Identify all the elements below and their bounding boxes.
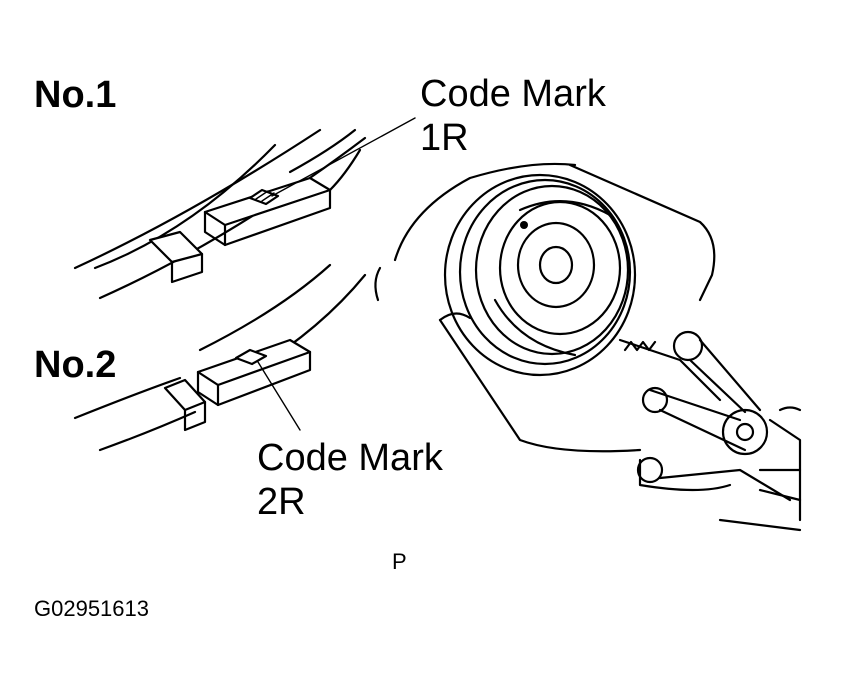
code-mark-2r-line2: 2R: [257, 481, 306, 523]
view-label: P: [392, 549, 407, 574]
code-mark-2r-label: Code Mark 2R: [257, 436, 443, 524]
code-mark-1r-label: Code Mark 1R: [420, 72, 606, 160]
code-mark-1r: [248, 188, 280, 206]
code-mark-1r-line1: Code Mark: [420, 73, 606, 115]
code-mark-2r: [234, 348, 268, 366]
leader-line-1r: [271, 117, 416, 197]
piston-assembly: [374, 162, 802, 532]
code-mark-2r-line1: Code Mark: [257, 437, 443, 479]
figure-id: G02951613: [34, 596, 149, 621]
leader-line-2r: [257, 361, 301, 431]
ring-1-label: No.1: [34, 74, 117, 116]
ring-2-label: No.2: [34, 344, 117, 386]
piston-ring-2: [73, 263, 367, 452]
code-mark-1r-line2: 1R: [420, 117, 469, 159]
